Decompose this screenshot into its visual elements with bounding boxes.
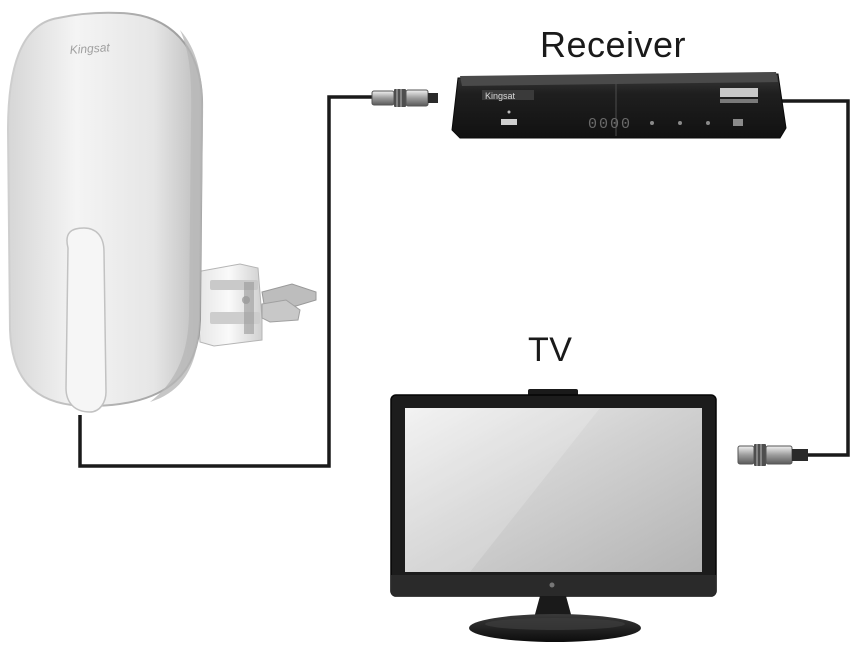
receiver-display-text: 0000 xyxy=(588,116,632,133)
coax-plug-tv-input xyxy=(737,444,808,466)
tv-screen xyxy=(405,408,702,572)
receiver-label: Receiver xyxy=(540,24,687,65)
tv-label: TV xyxy=(528,331,573,369)
antenna-wall-mount xyxy=(195,263,317,347)
coax-plug-receiver-input xyxy=(371,89,438,107)
cable-receiver-to-tv xyxy=(780,99,850,457)
antenna-brand-text: Kingsat xyxy=(69,40,111,57)
outdoor-antenna: Kingsat xyxy=(6,11,317,413)
cable-antenna-to-receiver xyxy=(78,95,372,468)
tv-monitor xyxy=(390,389,717,642)
receiver-device: Kingsat 0000 xyxy=(451,72,787,139)
antenna-front-leg xyxy=(65,227,107,413)
receiver-front-buttons xyxy=(650,119,743,126)
antenna-body xyxy=(6,11,204,408)
receiver-usb-port xyxy=(501,119,517,125)
receiver-brand-text: Kingsat xyxy=(485,91,516,101)
